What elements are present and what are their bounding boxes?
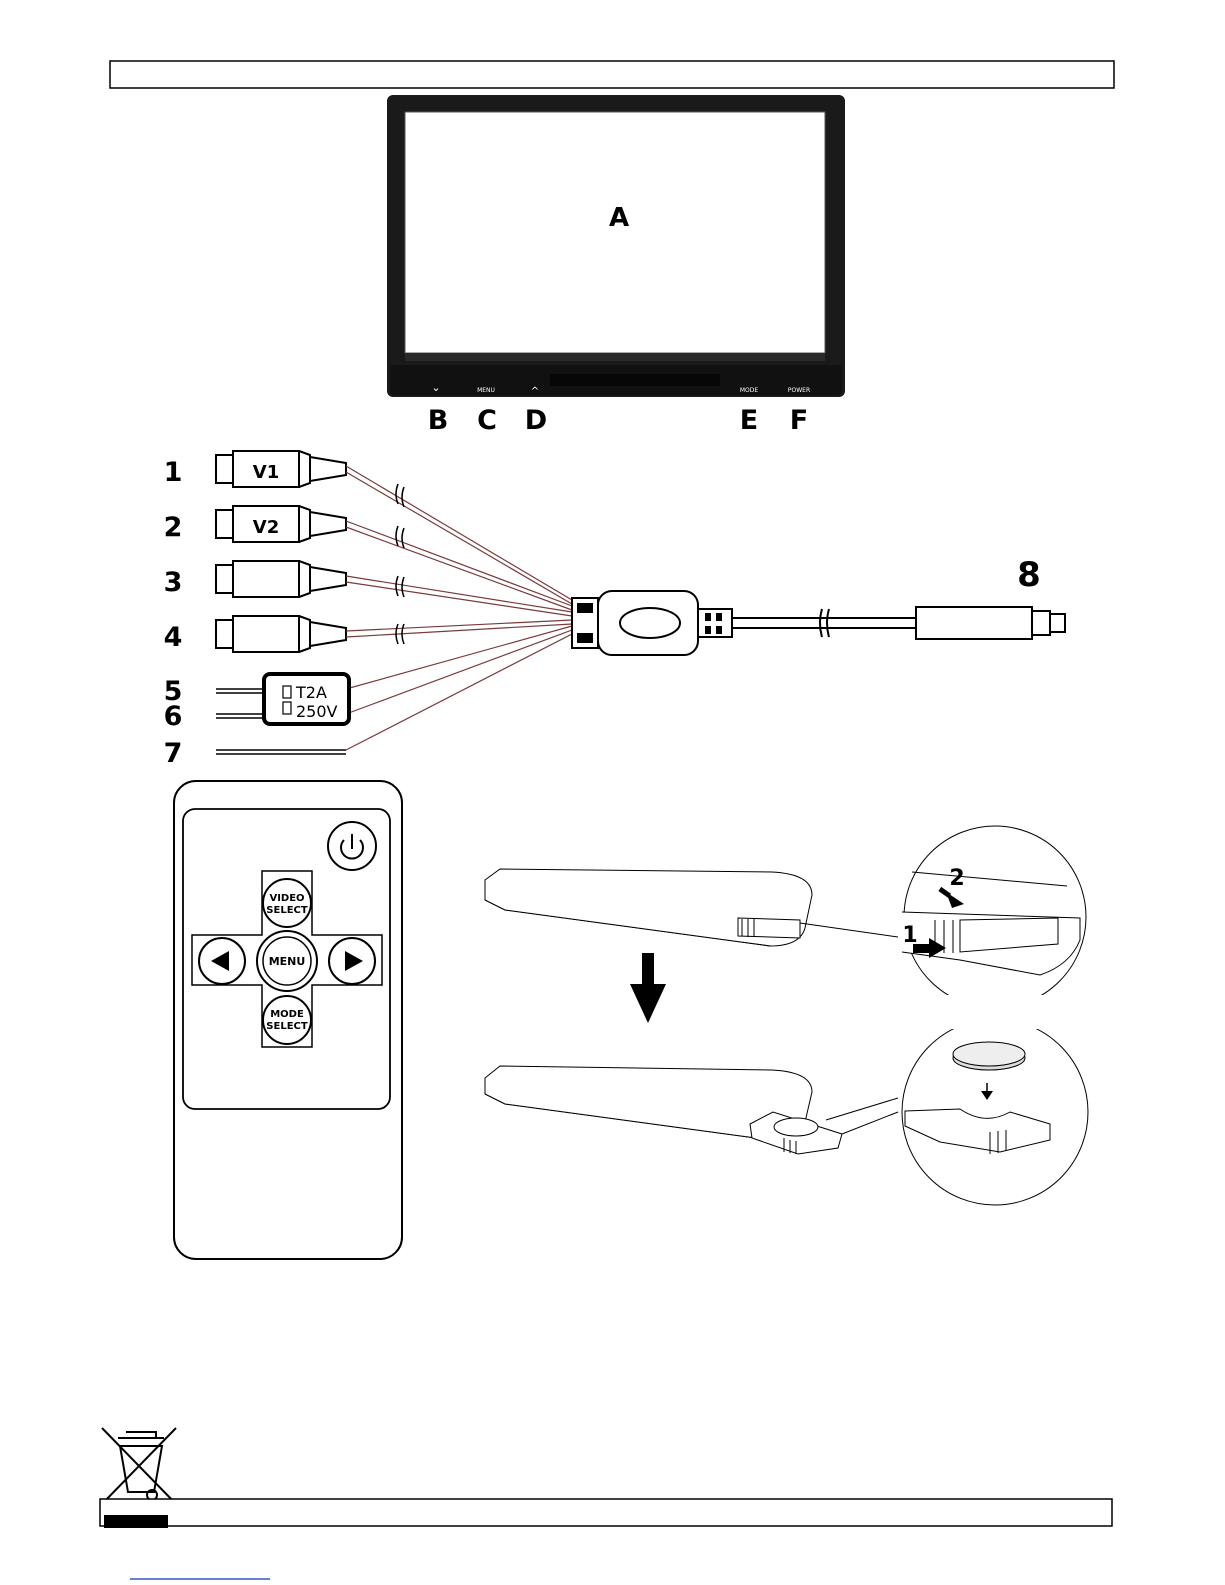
fuse-rating-voltage: 250V	[296, 702, 338, 721]
connector-number-1: 1	[164, 457, 183, 488]
monitor-button-b[interactable]: ⌄	[431, 381, 440, 394]
cable-harness: 1 2 3 4 5 6 7 V1 V2	[164, 451, 1065, 769]
plug-label-v1: V1	[253, 462, 279, 483]
plug-label-v2: V2	[253, 517, 279, 538]
connector-number-7: 7	[164, 738, 183, 769]
weee-crossed-bin-icon	[102, 1428, 176, 1504]
connector-number-4: 4	[164, 622, 183, 653]
monitor-button-d[interactable]: ^	[531, 386, 539, 397]
fuse-rating-current: T2A	[295, 683, 327, 702]
remote-mode-select-button[interactable]: MODE SELECT	[263, 996, 311, 1044]
monitor-front-view: A ⌄ MENU ^ MODE POWER	[387, 95, 845, 397]
remote-right-button[interactable]	[329, 938, 375, 984]
monitor-button-e[interactable]: MODE	[740, 387, 759, 394]
svg-text:SELECT: SELECT	[266, 905, 308, 916]
battery-replacement-illustration: 2 1	[485, 826, 1088, 1205]
remote-video-select-button[interactable]: VIDEO SELECT	[263, 879, 311, 927]
fuse-holder: T2A 250V	[264, 674, 349, 724]
cable-hub	[572, 591, 732, 655]
svg-text:VIDEO: VIDEO	[269, 893, 304, 904]
remote-power-button[interactable]	[328, 822, 376, 870]
remote-control: VIDEO SELECT MENU MODE SELECT	[174, 781, 402, 1259]
remote-menu-button[interactable]: MENU	[257, 931, 317, 991]
remote-left-button[interactable]	[199, 938, 245, 984]
connector-number-8: 8	[1017, 555, 1041, 595]
header-bar	[110, 61, 1114, 88]
connector-number-6: 6	[164, 701, 183, 732]
svg-text:MODE: MODE	[270, 1009, 304, 1020]
svg-text:SELECT: SELECT	[266, 1021, 308, 1032]
battery-step-1: 1	[902, 923, 917, 948]
connector-number-3: 3	[164, 567, 183, 598]
battery-step-2: 2	[949, 866, 964, 891]
callout-f: F	[790, 405, 808, 436]
callout-c: C	[477, 405, 497, 436]
callout-e: E	[740, 405, 758, 436]
monitor-button-c[interactable]: MENU	[477, 387, 495, 394]
monitor-callouts: B C D E F	[428, 405, 809, 436]
connector-number-2: 2	[164, 512, 183, 543]
monitor-button-f[interactable]: POWER	[788, 387, 810, 394]
callout-b: B	[428, 405, 449, 436]
screen-label-a: A	[609, 203, 629, 233]
svg-text:MENU: MENU	[269, 955, 306, 968]
down-arrow-icon	[630, 953, 666, 1023]
callout-d: D	[525, 405, 547, 436]
footer-bar	[100, 1499, 1112, 1526]
